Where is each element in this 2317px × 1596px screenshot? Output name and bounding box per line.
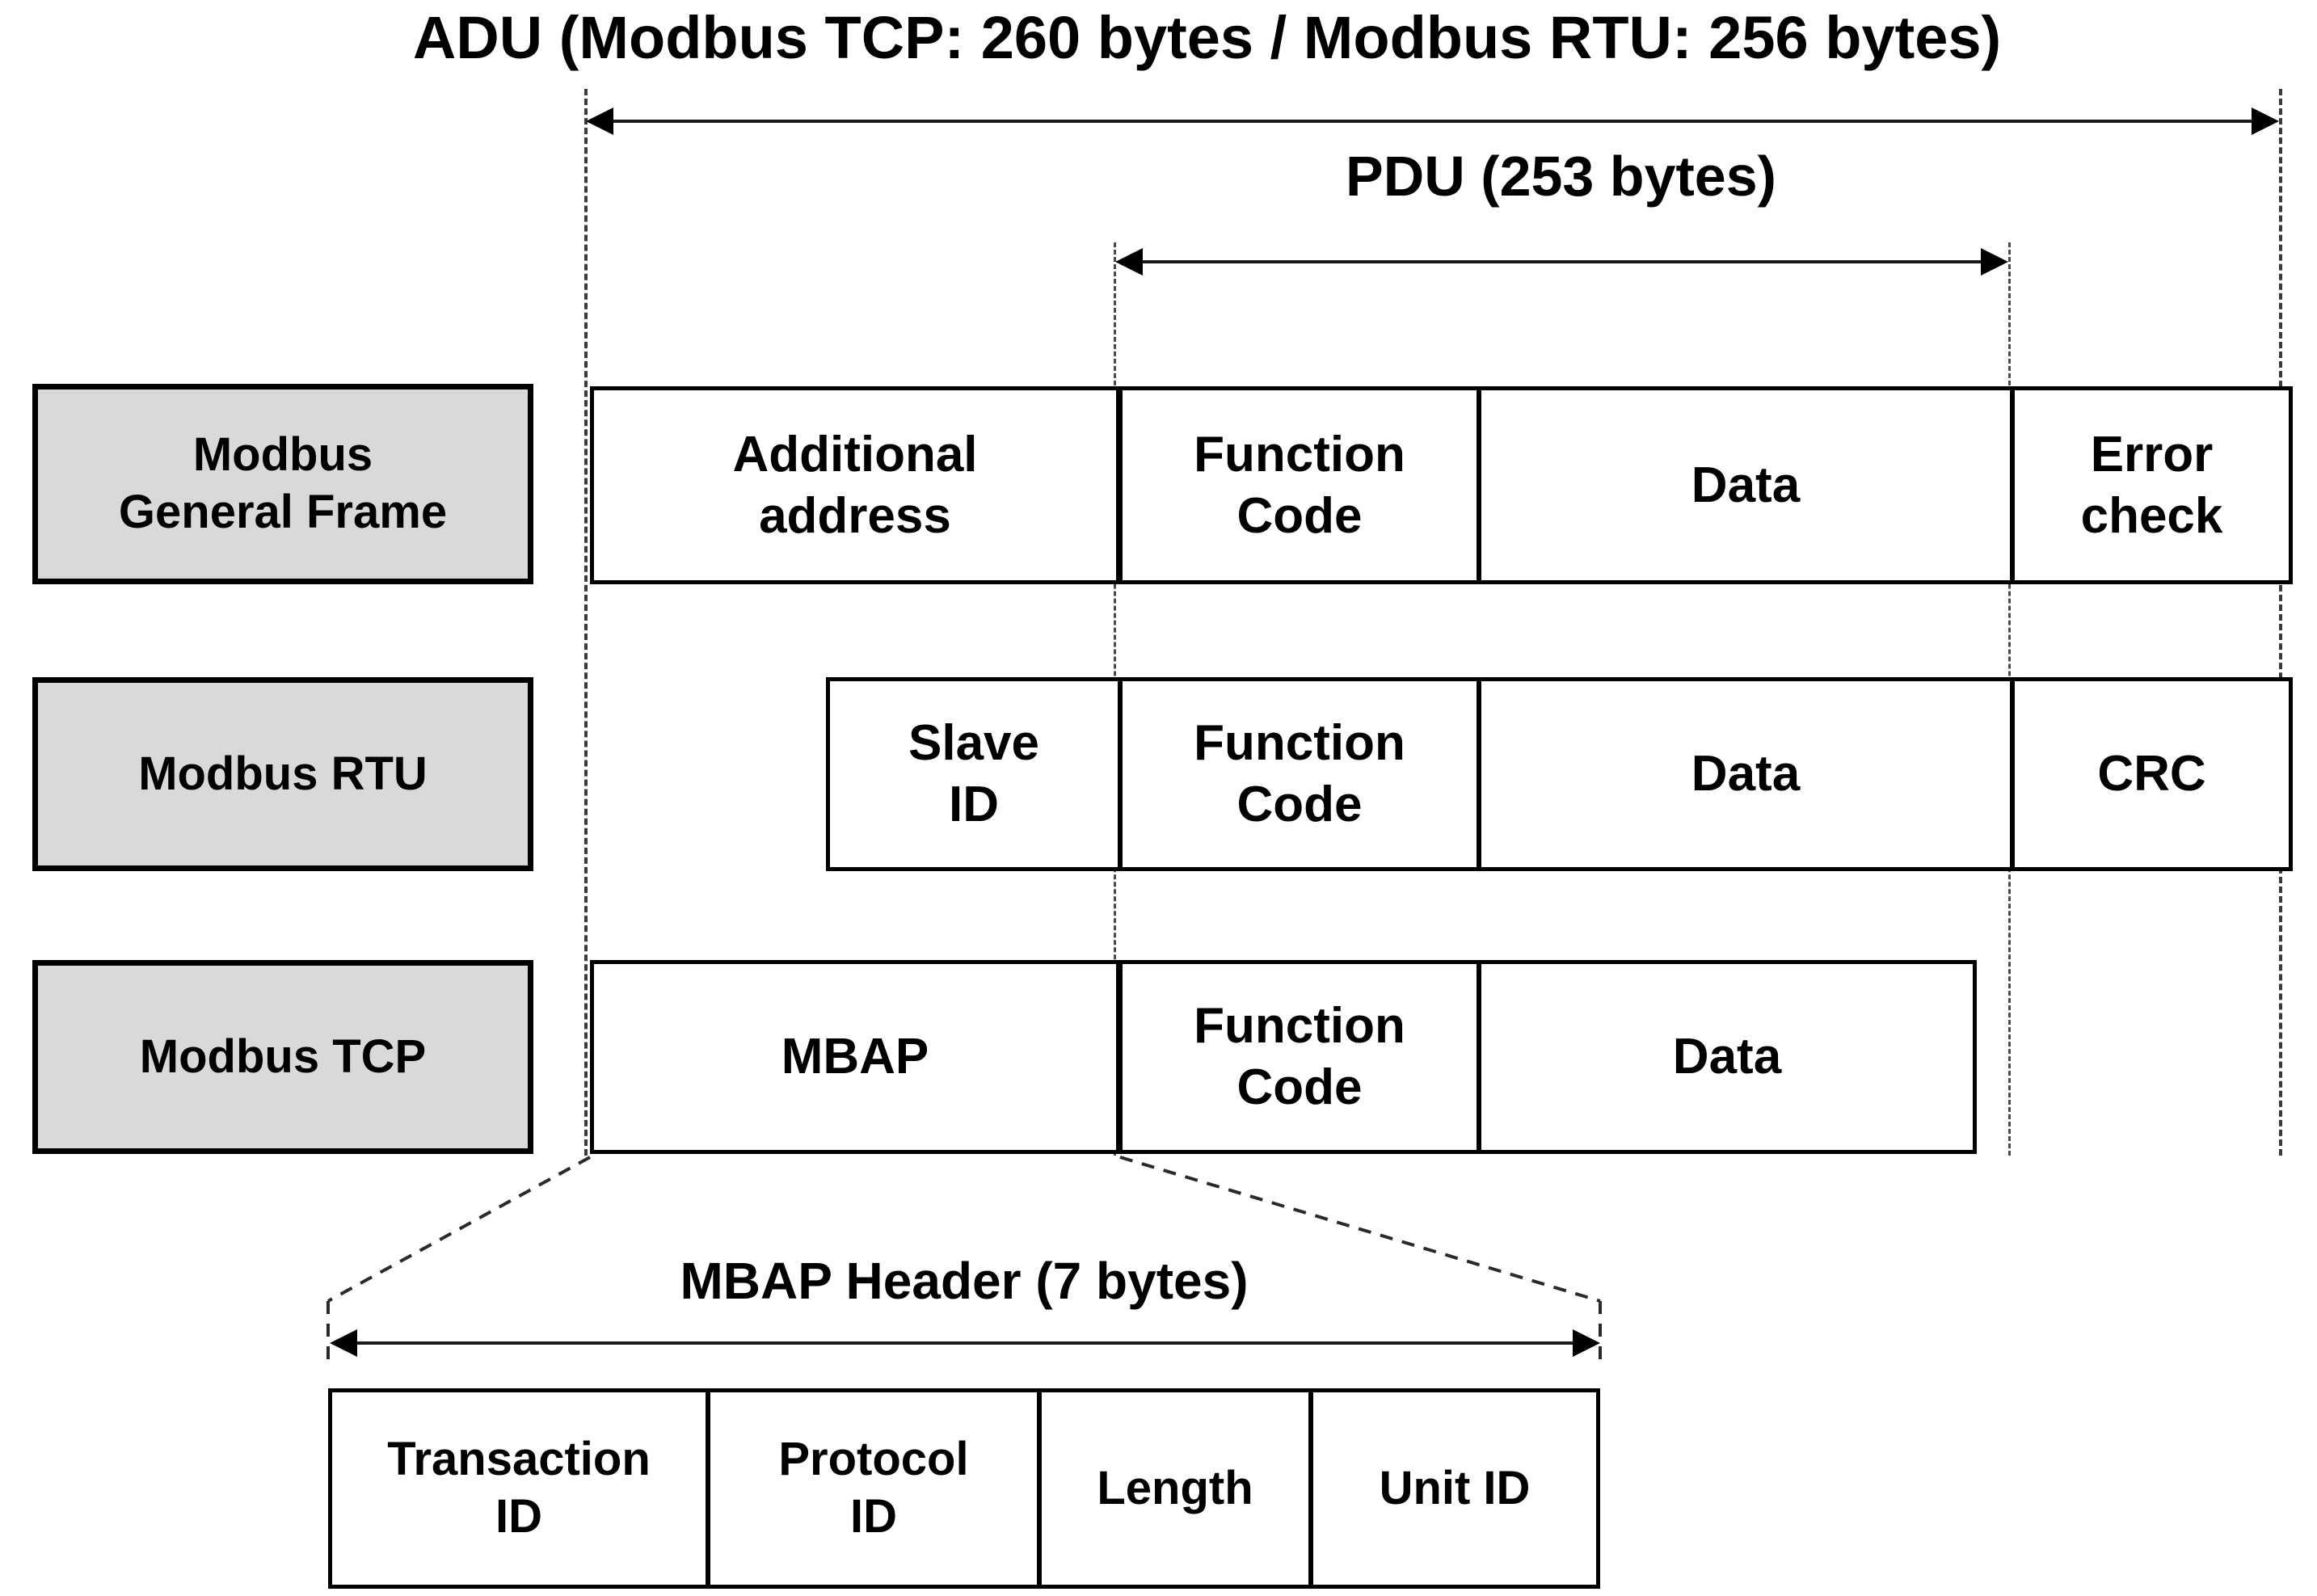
cell-data-rtu: Data: [1479, 677, 2012, 871]
cell-line1: Function: [1194, 426, 1405, 482]
cell-line1: Unit ID: [1379, 1461, 1531, 1514]
cell-unit-id: Unit ID: [1311, 1388, 1600, 1589]
cell-line1: Slave: [908, 715, 1040, 772]
cell-line1: Data: [1691, 457, 1801, 513]
cell-function-code-tcp: Function Code: [1120, 960, 1479, 1154]
adu-measure-line: [598, 120, 2267, 123]
pdu-measure-line: [1127, 260, 1996, 263]
row-label-line1: Modbus: [192, 428, 373, 482]
cell-line1: Length: [1097, 1461, 1253, 1514]
cell-line2: ID: [495, 1490, 542, 1543]
row-label-modbus-tcp: Modbus TCP: [32, 960, 533, 1154]
cell-line1: CRC: [2097, 746, 2206, 802]
cell-line2: address: [759, 487, 951, 544]
cell-line1: Data: [1691, 746, 1801, 802]
cell-line1: Error: [2090, 426, 2214, 482]
cell-mbap: MBAP: [590, 960, 1120, 1154]
cell-slave-id: Slave ID: [826, 677, 1120, 871]
cell-line1: Function: [1194, 715, 1405, 772]
cell-line1: Data: [1672, 1029, 1782, 1085]
row-label-general-frame: Modbus General Frame: [32, 384, 533, 584]
cell-additional-address: Additional address: [590, 386, 1120, 584]
cell-line2: ID: [849, 1490, 897, 1543]
cell-line1: Function: [1194, 998, 1405, 1055]
row-label-modbus-rtu: Modbus RTU: [32, 677, 533, 871]
pdu-arrow-left: [1115, 248, 1143, 276]
row-label-line2: General Frame: [118, 486, 448, 538]
adu-arrow-right: [2252, 107, 2279, 135]
cell-crc: CRC: [2012, 677, 2293, 871]
mbap-arrow-right: [1573, 1329, 1600, 1357]
cell-length: Length: [1039, 1388, 1311, 1589]
cell-line2: Code: [1236, 1059, 1363, 1115]
cell-data-tcp: Data: [1479, 960, 1977, 1154]
cell-line1: Transaction: [387, 1433, 651, 1486]
cell-line2: check: [2080, 487, 2223, 544]
row-label-line1: Modbus TCP: [139, 1030, 427, 1083]
adu-right-guide: [2279, 89, 2282, 1156]
cell-line2: ID: [949, 777, 999, 832]
cell-line1: Protocol: [778, 1433, 969, 1486]
cell-protocol-id: Protocol ID: [708, 1388, 1039, 1589]
adu-title: ADU (Modbus TCP: 260 bytes / Modbus RTU:…: [412, 4, 2002, 71]
pdu-title: PDU (253 bytes): [1346, 145, 1776, 208]
cell-line2: Code: [1236, 487, 1363, 544]
mbap-arrow-left: [330, 1329, 357, 1357]
cell-transaction-id: Transaction ID: [328, 1388, 708, 1589]
cell-data-general: Data: [1479, 386, 2012, 584]
cell-error-check: Error check: [2012, 386, 2293, 584]
cell-function-code-general: Function Code: [1120, 386, 1479, 584]
mbap-measure-line: [341, 1341, 1588, 1345]
pdu-arrow-right: [1981, 248, 2008, 276]
mbap-header-title: MBAP Header (7 bytes): [680, 1252, 1249, 1310]
cell-line1: MBAP: [781, 1029, 929, 1085]
adu-arrow-left: [586, 107, 613, 135]
cell-line1: Additional: [732, 426, 978, 482]
cell-function-code-rtu: Function Code: [1120, 677, 1479, 871]
cell-line2: Code: [1236, 777, 1363, 832]
row-label-line1: Modbus RTU: [138, 747, 428, 800]
adu-left-guide: [584, 89, 588, 1156]
